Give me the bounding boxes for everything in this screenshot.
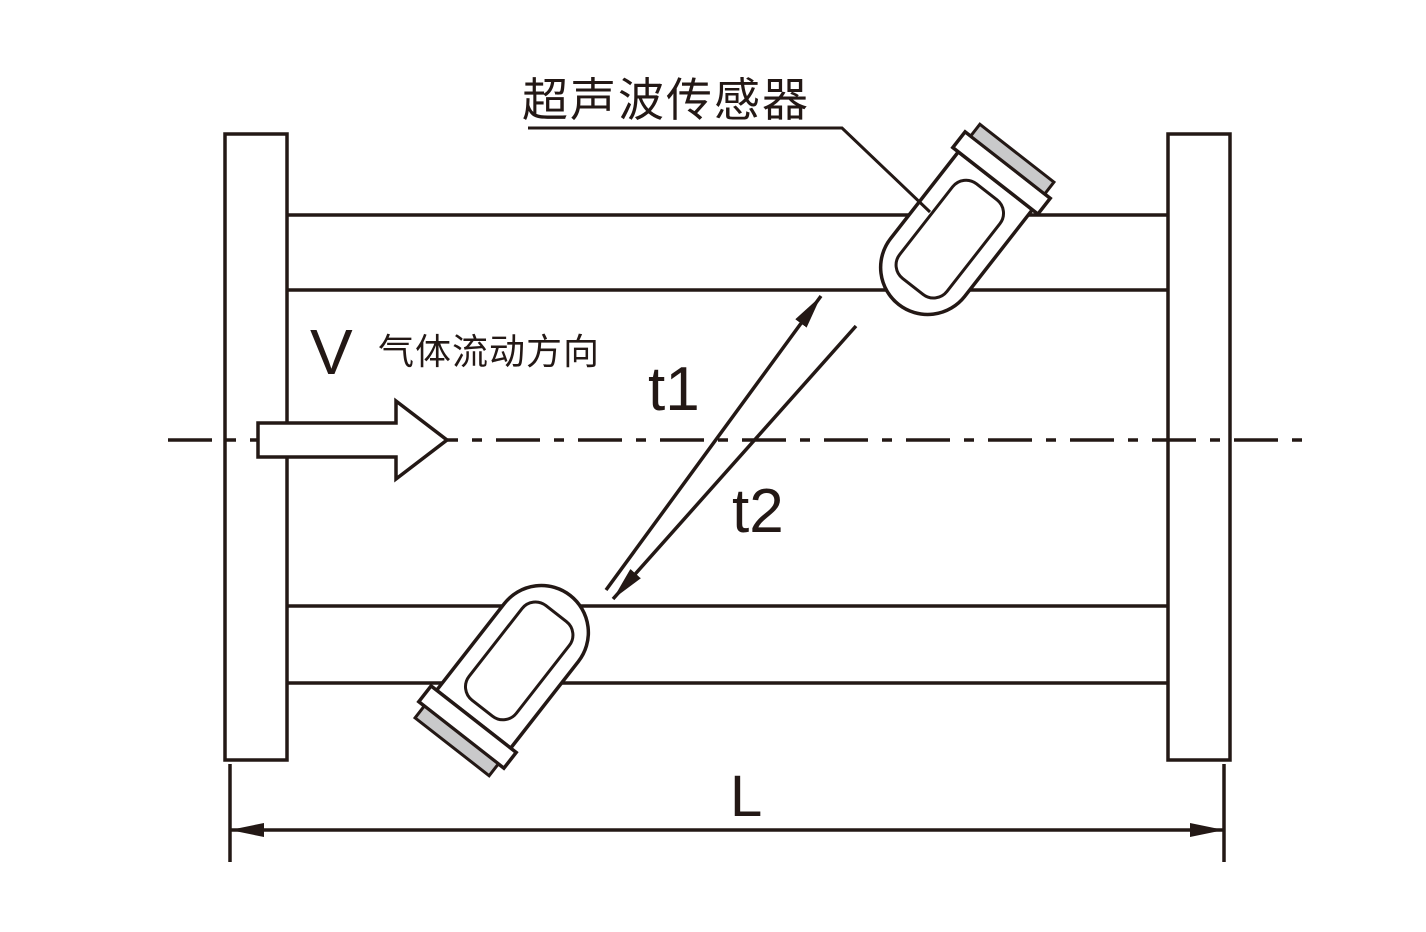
length-label: L (730, 764, 762, 829)
top-ultrasonic-sensor (854, 118, 1062, 340)
velocity-label: V (310, 316, 353, 388)
sensor-leader-line (528, 126, 932, 214)
bottom-ultrasonic-sensor (407, 560, 615, 782)
length-dimension (228, 764, 1226, 862)
flow-arrow-icon (256, 397, 450, 483)
flow-direction-label: 气体流动方向 (378, 331, 600, 372)
t2-path-arrow (611, 324, 858, 601)
sensor-label: 超声波传感器 (522, 74, 810, 126)
t1-label: t1 (648, 355, 700, 424)
right-flange (1166, 132, 1232, 762)
t1-path-arrow (604, 294, 823, 592)
t2-label: t2 (732, 477, 784, 546)
